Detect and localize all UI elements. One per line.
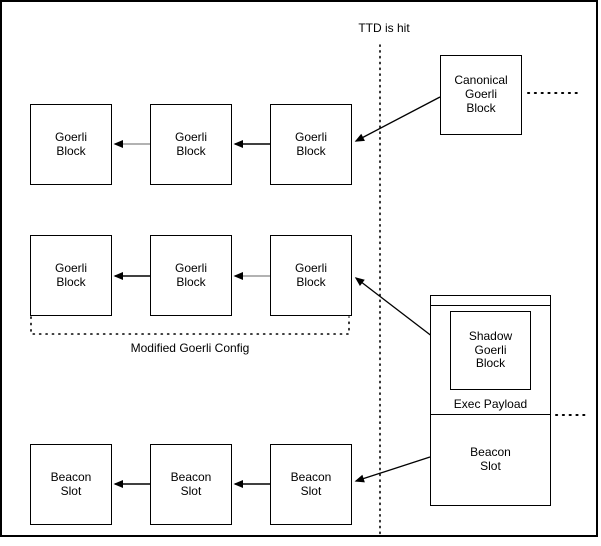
beacon-slot-2: Beacon Slot	[150, 444, 232, 525]
canonical-goerli-block: Canonical Goerli Block	[440, 55, 522, 135]
stack-top-band	[431, 296, 550, 306]
goerli-block-top-2: Goerli Block	[150, 104, 232, 185]
goerli-block-top-3: Goerli Block	[270, 104, 352, 185]
exec-payload-label: Exec Payload	[453, 397, 528, 411]
modified-goerli-config-caption: Modified Goerli Config	[130, 341, 250, 355]
goerli-block-modified-3: Goerli Block	[270, 235, 352, 316]
shadow-goerli-block: Shadow Goerli Block	[450, 311, 531, 390]
beacon-slot-section: Beacon Slot	[470, 445, 511, 473]
goerli-block-modified-2: Goerli Block	[150, 235, 232, 316]
goerli-block-modified-1: Goerli Block	[30, 235, 112, 316]
beacon-slot-3: Beacon Slot	[270, 444, 352, 525]
goerli-block-top-1: Goerli Block	[30, 104, 112, 185]
beacon-slot-1: Beacon Slot	[30, 444, 112, 525]
ttd-label: TTD is hit	[358, 21, 410, 35]
diagram-frame	[0, 0, 598, 537]
exec-payload-section: Exec Payload	[431, 306, 550, 415]
